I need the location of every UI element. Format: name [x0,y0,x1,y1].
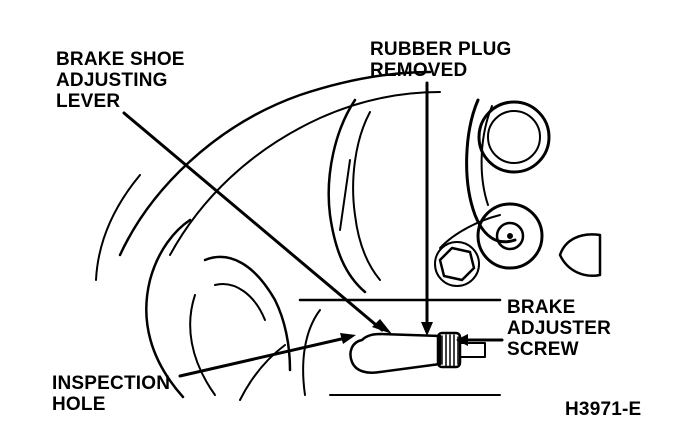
support-rib [203,255,292,372]
leader-inspection-hole [178,335,352,378]
adjuster-screw-wheel [436,331,462,369]
adjuster-screw-shaft [459,342,486,358]
anchor-pin-outer [477,100,551,174]
adjuster-nut-center [507,233,513,239]
drum-lower-arc-2 [189,294,216,396]
label-brake-shoe-adjusting-lever: BRAKE SHOE ADJUSTING LEVER [56,49,185,112]
support-rib-inner [214,283,266,321]
support-rib-base [239,344,286,401]
hex-bolt [438,246,476,282]
arrowhead-adjuster-screw [456,334,468,346]
label-inspection-hole: INSPECTION HOLE [52,373,171,415]
shoe-web-curve [327,98,367,294]
arrowhead-brake-shoe-lever [372,319,392,334]
bolt-lead [439,214,501,249]
figure-id: H3971-E [565,399,642,420]
hex-bolt-washer [434,241,480,287]
adjuster-screw-knurl [441,334,459,367]
anchor-pin-inner [487,110,541,164]
label-brake-adjuster-screw: BRAKE ADJUSTER SCREW [507,297,612,360]
adjuster-nut-outer [476,202,544,270]
arrowhead-rubber-plug [421,322,433,336]
adjusting-lever-body [349,332,442,374]
inspection-opening-2 [302,309,321,396]
backing-plate-outer-arc [118,70,432,257]
adjuster-nut-inner [495,221,525,251]
wheel-cylinder-edge [558,233,602,277]
arrowhead-inspection-hole [340,333,356,344]
drum-lower-arc [145,218,192,399]
drum-edge-arc [95,174,141,281]
shoe-web-curve-2 [352,111,381,281]
shoe-web-slot [339,159,351,231]
spring-loop-2 [480,105,493,206]
leader-brake-shoe-lever [122,111,384,332]
backing-plate-inner-arc [169,91,441,256]
label-rubber-plug-removed: RUBBER PLUG REMOVED [370,39,512,81]
